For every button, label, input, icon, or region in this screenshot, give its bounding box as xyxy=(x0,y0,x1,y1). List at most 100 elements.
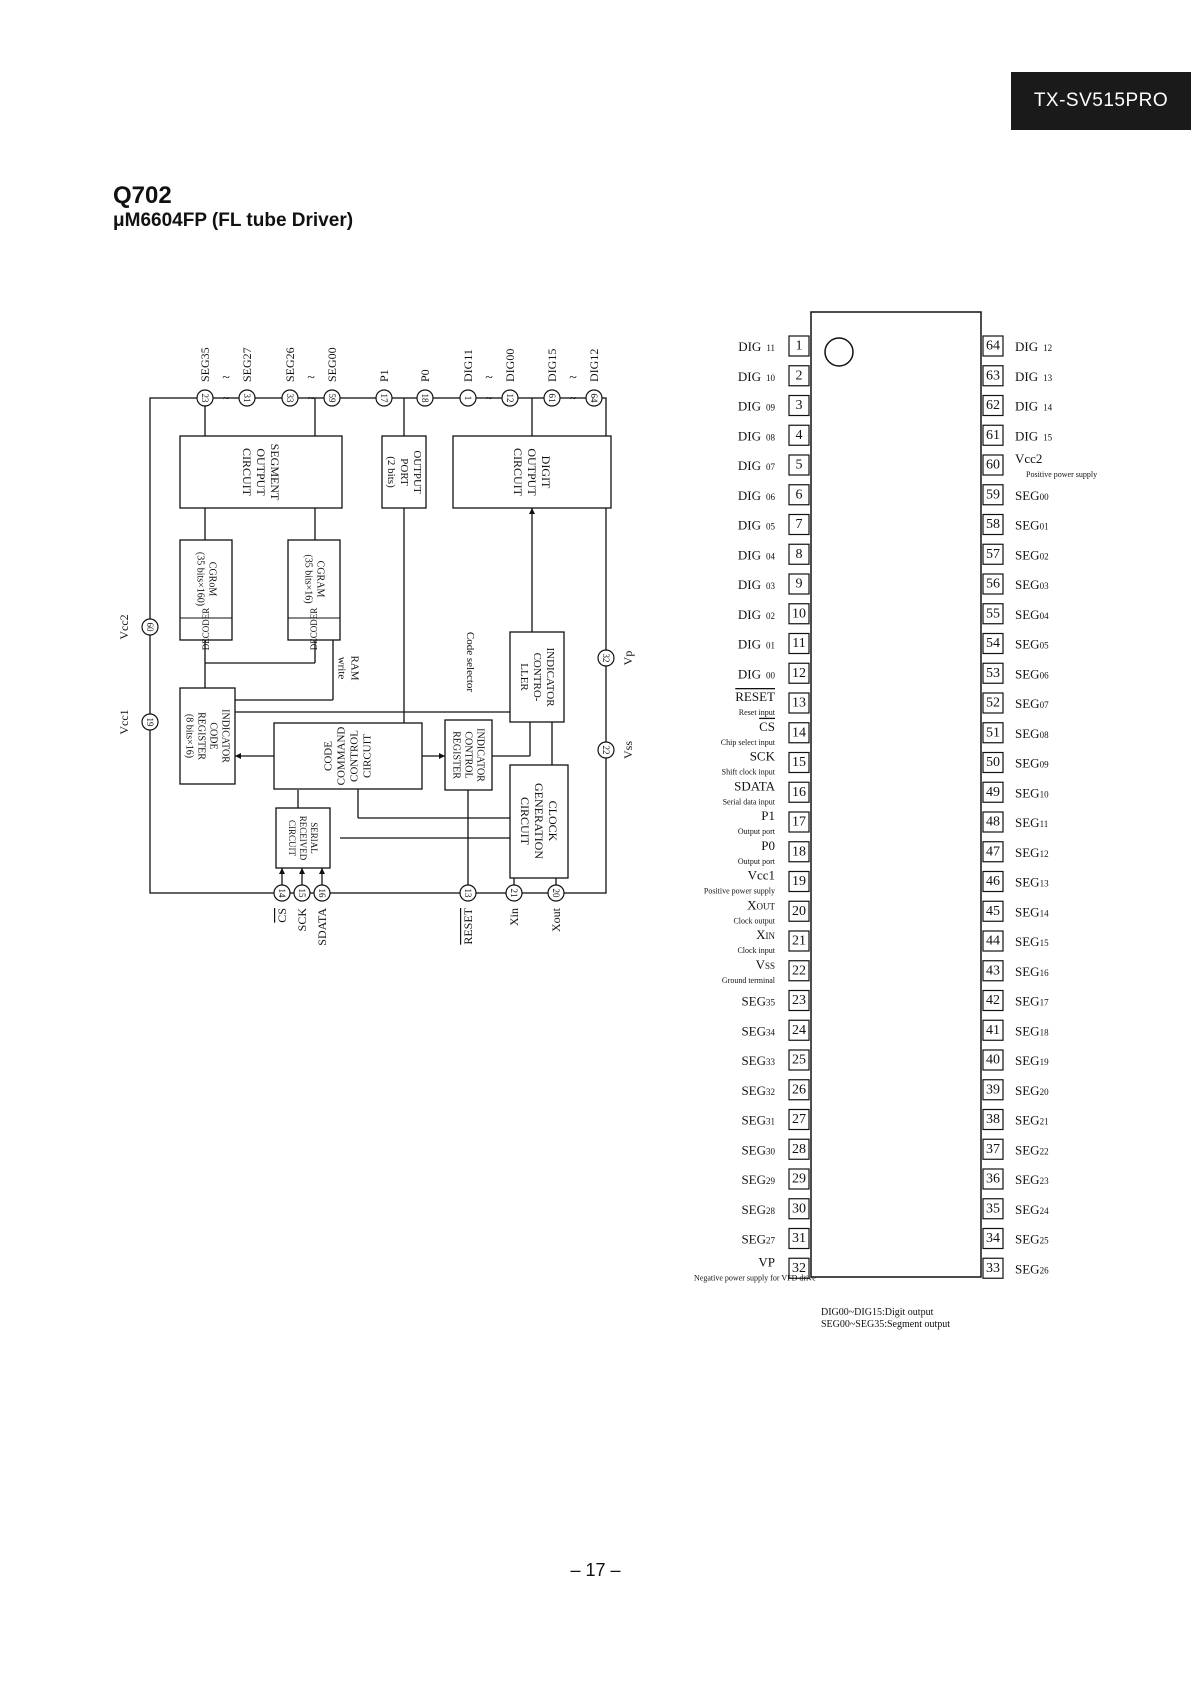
pin-name-sub: 09 xyxy=(766,403,776,413)
pin-circle-icon xyxy=(416,389,434,407)
right-pin-row-57: 57 xyxy=(982,543,1004,565)
right-pin-22: 22 xyxy=(597,741,615,759)
pin-name-sub: 06 xyxy=(766,492,776,502)
pin-box xyxy=(982,424,1004,446)
right-pin-row-50: 50 xyxy=(982,751,1004,774)
left-pin-row-31: 31 xyxy=(788,1227,810,1250)
pin-box xyxy=(982,1019,1004,1041)
pin-circle-icon xyxy=(585,389,603,407)
pin-box-number: 31 xyxy=(792,1231,806,1246)
bottom-pin-13: 13 xyxy=(459,884,477,902)
serial-received-label-line: CIRCUIT xyxy=(287,820,297,857)
pin-box-number: 62 xyxy=(986,398,1000,413)
code-command-control-label-line: CIRCUIT xyxy=(362,734,374,778)
pin-name-sub: 15 xyxy=(1043,432,1053,442)
top-label-p1: P1 xyxy=(377,369,391,382)
pin-box-number: 28 xyxy=(792,1142,806,1157)
left-pin-row-20: 20 xyxy=(788,900,810,922)
right-pin-row-56: 56 xyxy=(982,573,1004,595)
pin-name-main: SEG xyxy=(1015,1083,1040,1098)
pin-name-main: SEG xyxy=(1015,1232,1040,1247)
chip-name-title: μM6604FP (FL tube Driver) xyxy=(113,210,354,231)
pin-name-sub: 07 xyxy=(1040,700,1050,710)
pin-name-main: DIG xyxy=(738,488,761,503)
clock-generation-label-line: CIRCUIT xyxy=(518,797,532,846)
pin-circle-icon xyxy=(196,389,214,407)
block-arrows xyxy=(235,508,535,874)
left-pin-desc-21: Clock input xyxy=(737,946,775,955)
pin-box xyxy=(982,781,1004,803)
pin-name-main: SEG xyxy=(1015,815,1040,830)
pin-tilde: ~ xyxy=(308,391,315,405)
pin-name-main: SEG xyxy=(741,1023,766,1038)
pin-box xyxy=(788,543,810,565)
pin-circle-icon xyxy=(141,618,159,636)
right-pin-name-40: SEG19 xyxy=(1015,1053,1049,1068)
code-command-control-block xyxy=(273,722,423,790)
pin-name-sub: 07 xyxy=(766,462,776,472)
pin-name-main: DIG xyxy=(738,399,761,414)
right-pin-name-49: SEG10 xyxy=(1015,785,1049,800)
left-pin-name-23: SEG35 xyxy=(741,994,775,1009)
decoder-label-1-line: DECODER xyxy=(201,608,211,651)
pin-circle-icon xyxy=(597,741,615,759)
cgrom-label-line: (35 bits×160) xyxy=(195,552,206,606)
pin-name-sub: 13 xyxy=(1043,373,1053,383)
block-boxes xyxy=(179,435,612,879)
left-pin-row-23: 23 xyxy=(788,989,810,1012)
left-pin-row-11: 11 xyxy=(788,632,810,655)
pin-name-sub: 04 xyxy=(1040,611,1050,621)
pin-box xyxy=(982,365,1004,387)
pin-name-sub: 24 xyxy=(1040,1206,1050,1216)
pin-box-number: 57 xyxy=(986,547,1000,562)
pin-box-number: 46 xyxy=(986,874,1000,889)
pin-name-sub: 08 xyxy=(766,432,776,442)
ram-write-label-line: write xyxy=(336,657,348,680)
right-pin-name-41: SEG18 xyxy=(1015,1023,1049,1038)
ram-write-label-line: RAM xyxy=(349,655,361,680)
bottom-label-sdata: SDATA xyxy=(315,908,329,946)
top-pin-64: 64 xyxy=(585,389,603,407)
pin-name-sub: 16 xyxy=(1040,968,1050,978)
pin-box-number: 41 xyxy=(986,1023,1000,1038)
indicator-code-register-label-line: CODE xyxy=(208,722,219,749)
right-pin-name-33: SEG26 xyxy=(1015,1261,1049,1276)
left-pin-desc-19: Positive power supply xyxy=(704,887,775,896)
pin-name-sub: 25 xyxy=(1040,1236,1050,1246)
right-pin-row-40: 40 xyxy=(982,1049,1004,1071)
pin-name-main: SEG xyxy=(1015,726,1040,741)
right-pin-name-54: SEG05 xyxy=(1015,637,1049,652)
pin-box xyxy=(788,900,810,922)
pin-box-number: 38 xyxy=(986,1112,1000,1127)
left-pin-desc-20: Clock output xyxy=(733,916,775,925)
pin-box-number: 61 xyxy=(986,428,1000,443)
pin-name-sub: 00 xyxy=(1040,492,1050,502)
pin-box xyxy=(788,811,810,833)
right-pin-name-48: SEG11 xyxy=(1015,815,1048,830)
pin-name-sub: 26 xyxy=(1040,1265,1050,1275)
pin-name-sub: 02 xyxy=(766,611,775,621)
left-pin-row-2: 2 xyxy=(788,365,810,387)
pin-box xyxy=(982,870,1004,893)
indicator-control-register-label-line: CONTROL xyxy=(463,731,474,778)
top-label-seg26: SEG26 xyxy=(283,347,297,382)
cgram-label-line: CGRAM xyxy=(315,561,326,598)
pin-box-number: 64 xyxy=(986,339,1000,354)
pin-name-main: SEG xyxy=(741,1083,766,1098)
bottom-pin-15: 15 xyxy=(293,884,311,902)
pin-name-sub: 10 xyxy=(766,373,776,383)
left-pin-name-18: P0 xyxy=(761,838,775,853)
pin-box-number: 32 xyxy=(792,1261,806,1276)
pin-circle-icon xyxy=(281,389,299,407)
pin-number: 18 xyxy=(420,394,430,404)
left-pin-row-19: 19 xyxy=(788,870,810,893)
right-pin-row-42: 42 xyxy=(982,989,1004,1012)
pin-name-main: SEG xyxy=(1015,994,1040,1009)
pin-box-number: 39 xyxy=(986,1082,1000,1097)
